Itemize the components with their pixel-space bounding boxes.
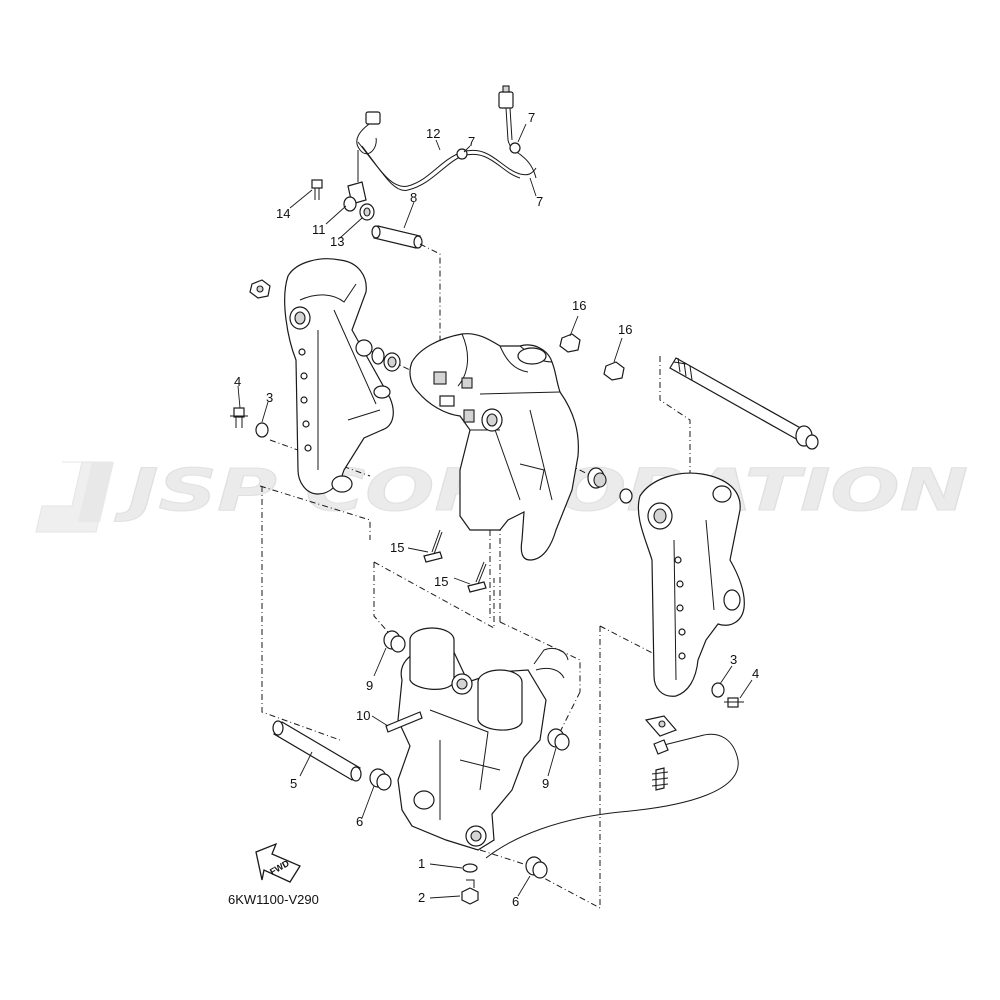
callout-9-a: 9 <box>366 678 373 693</box>
bushing-9-b <box>547 728 570 751</box>
bolt-4-starboard <box>724 697 744 708</box>
bushing-starboard <box>587 467 633 504</box>
callout-7-c: 7 <box>536 194 543 209</box>
clamp-11 <box>343 196 357 212</box>
callout-16-a: 16 <box>572 298 586 313</box>
callout-7-b: 7 <box>528 110 535 125</box>
nut-16-a <box>559 333 581 353</box>
clamp-bracket-port <box>284 258 394 495</box>
power-trim-tilt-unit <box>397 627 569 851</box>
diagram-code: 6KW1100-V290 <box>228 892 319 907</box>
callout-3-a: 3 <box>266 390 273 405</box>
bolt-14 <box>311 179 323 200</box>
callout-2: 2 <box>418 890 425 905</box>
callout-6-a: 6 <box>356 814 363 829</box>
fwd-arrow-icon: FWD <box>255 842 301 883</box>
washer-3-starboard <box>711 682 725 698</box>
callout-9-b: 9 <box>542 776 549 791</box>
callout-3-b: 3 <box>730 652 737 667</box>
callout-7-a: 7 <box>468 134 475 149</box>
callout-labels: 12 7 7 7 8 14 11 13 4 3 16 16 15 15 9 10… <box>234 110 759 909</box>
through-tube <box>669 357 819 450</box>
screw-15-b <box>467 561 487 593</box>
clamp-bracket-starboard <box>637 472 745 697</box>
bushing-13 <box>359 203 375 221</box>
callout-15-b: 15 <box>434 574 448 589</box>
screw-15-a <box>423 529 443 563</box>
callout-11: 11 <box>312 222 326 237</box>
callout-4-b: 4 <box>752 666 759 681</box>
callout-5: 5 <box>290 776 297 791</box>
bushing-left-pair <box>371 347 401 372</box>
bushing-6-a <box>369 768 392 791</box>
wire-harness <box>347 85 537 205</box>
shaft-5 <box>272 720 362 782</box>
callout-14: 14 <box>276 206 290 221</box>
ground-lead <box>485 715 739 859</box>
bolt-4-port <box>230 407 248 428</box>
pin-8 <box>371 225 423 249</box>
callout-8: 8 <box>410 190 417 205</box>
pin-10 <box>385 711 423 733</box>
washer-3-port <box>255 422 269 438</box>
callout-10: 10 <box>356 708 370 723</box>
watermark-logo-mark-inner <box>78 462 114 522</box>
swivel-bracket <box>409 333 579 561</box>
callout-15-a: 15 <box>390 540 404 555</box>
nut-2 <box>461 879 479 905</box>
callout-1: 1 <box>418 856 425 871</box>
washer-1 <box>462 863 478 873</box>
bushing-6-b <box>525 856 548 879</box>
callout-4-a: 4 <box>234 374 241 389</box>
nut-port-bracket <box>249 279 271 299</box>
leader-lines <box>237 123 753 899</box>
bushing-9-a <box>383 630 406 653</box>
nut-16-b <box>603 361 625 381</box>
callout-13: 13 <box>330 234 344 249</box>
callout-6-b: 6 <box>512 894 519 909</box>
callout-16-b: 16 <box>618 322 632 337</box>
callout-12: 12 <box>426 126 440 141</box>
